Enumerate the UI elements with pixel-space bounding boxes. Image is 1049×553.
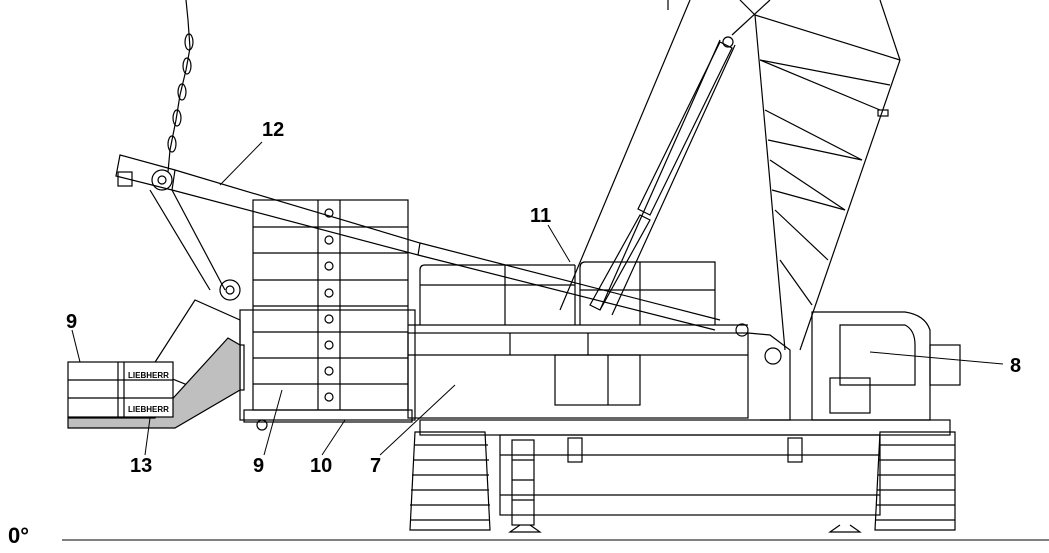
leader-8 xyxy=(869,351,1004,365)
callout-9-center: 9 xyxy=(253,455,264,477)
counterweight-stack xyxy=(252,199,409,411)
crawler-carrier xyxy=(409,419,956,533)
guying-boom xyxy=(115,154,721,331)
callout-13: 13 xyxy=(130,455,152,477)
main-boom xyxy=(559,0,901,351)
counterweight-left xyxy=(67,361,174,418)
luffing-cylinder xyxy=(589,36,734,311)
operator-cab xyxy=(811,311,961,421)
callout-8: 8 xyxy=(1010,355,1021,377)
railing xyxy=(408,261,748,326)
brand-text: LIEBHERR xyxy=(128,405,169,414)
superstructure xyxy=(407,323,791,421)
callout-10: 10 xyxy=(310,455,332,477)
callout-11: 11 xyxy=(530,205,551,227)
angle-label: 0° xyxy=(8,523,29,548)
leader-12 xyxy=(219,141,263,186)
callout-7: 7 xyxy=(370,455,381,477)
leader-9-center xyxy=(263,389,283,456)
callout-9-left: 9 xyxy=(66,311,77,333)
brand-text: LIEBHERR xyxy=(128,371,169,380)
callout-12: 12 xyxy=(262,119,284,141)
leader-9-left xyxy=(71,329,81,363)
leader-13 xyxy=(144,417,151,456)
leader-10 xyxy=(321,419,346,456)
leader-7 xyxy=(379,384,456,456)
hoist-chain xyxy=(167,0,194,173)
leader-11 xyxy=(547,224,571,263)
counterweight-tray xyxy=(239,309,416,431)
